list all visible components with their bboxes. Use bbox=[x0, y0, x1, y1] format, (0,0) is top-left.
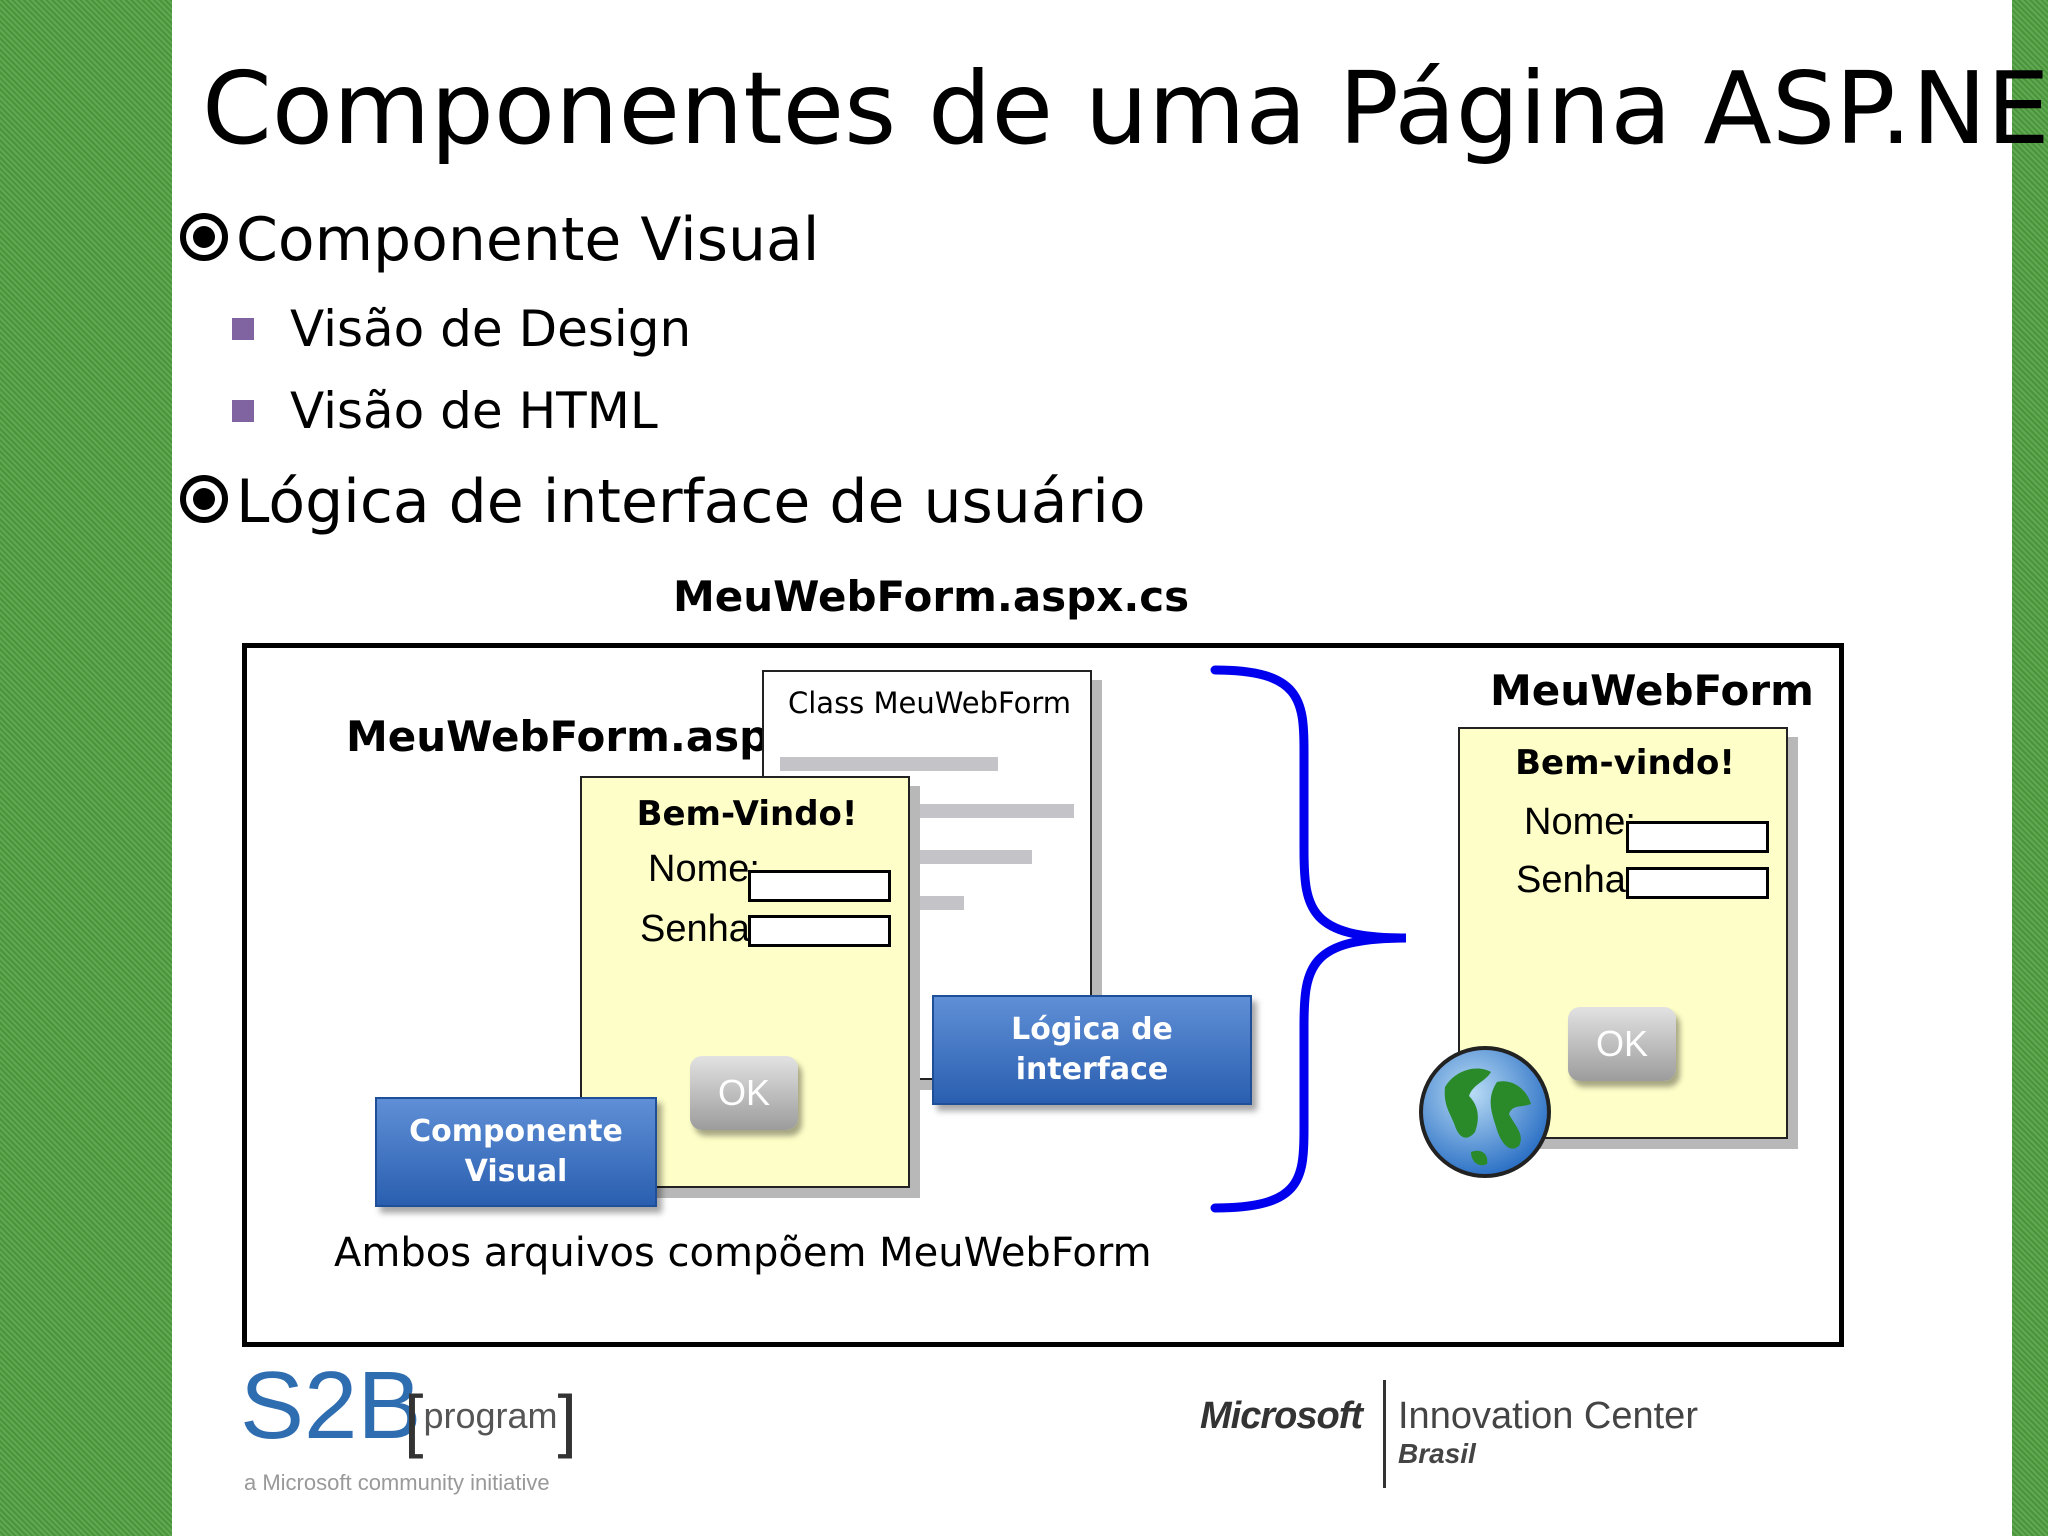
s2b-program-logo: [program] bbox=[404, 1381, 577, 1459]
code-line bbox=[780, 757, 998, 771]
diagram-frame bbox=[242, 643, 1844, 1347]
result-title: MeuWebForm bbox=[1490, 666, 1814, 715]
ok-button[interactable]: OK bbox=[1568, 1007, 1676, 1081]
code-line bbox=[914, 850, 1032, 864]
class-label: Class MeuWebForm bbox=[788, 686, 1072, 720]
radio-bullet-icon bbox=[178, 208, 230, 278]
ok-button[interactable]: OK bbox=[690, 1056, 798, 1130]
nome-input[interactable] bbox=[748, 870, 891, 902]
box-line-1: Componente bbox=[409, 1114, 623, 1149]
s2b-tagline: a Microsoft community initiative bbox=[244, 1470, 550, 1495]
innovation-center-label: Innovation Center bbox=[1398, 1395, 1698, 1437]
senha-input[interactable] bbox=[748, 915, 891, 947]
cs-file-label: MeuWebForm.aspx.cs bbox=[673, 572, 1190, 621]
nome-label: Nome: bbox=[1524, 801, 1636, 843]
code-line bbox=[914, 896, 964, 910]
logo-divider bbox=[1383, 1380, 1386, 1488]
nome-label: Nome: bbox=[648, 848, 760, 890]
slide-title: Componentes de uma Página ASP.NET bbox=[202, 50, 2048, 167]
sub-bullet-text: Visão de Design bbox=[290, 300, 692, 358]
sub-bullet-design: Visão de Design bbox=[232, 300, 691, 358]
s2b-logo: S2B bbox=[240, 1352, 422, 1459]
aspx-file-label: MeuWebForm.aspx bbox=[346, 712, 797, 761]
senha-input[interactable] bbox=[1626, 867, 1769, 899]
bullet-componente-visual: Componente Visual bbox=[178, 205, 819, 278]
sub-bullet-text: Visão de HTML bbox=[290, 382, 658, 440]
radio-bullet-icon bbox=[178, 470, 230, 540]
brasil-label: Brasil bbox=[1398, 1438, 1476, 1469]
curly-brace-icon bbox=[1210, 665, 1407, 1213]
square-bullet-icon bbox=[232, 399, 254, 422]
bullet-logica: Lógica de interface de usuário bbox=[178, 467, 1146, 540]
nome-input[interactable] bbox=[1626, 821, 1769, 853]
senha-label: Senha: bbox=[640, 908, 761, 950]
square-bullet-icon bbox=[232, 317, 254, 340]
bullet-text: Lógica de interface de usuário bbox=[236, 467, 1146, 537]
left-green-border bbox=[0, 0, 172, 1536]
code-line bbox=[914, 804, 1074, 818]
form-heading: Bem-Vindo! bbox=[636, 794, 858, 834]
microsoft-logo: Microsoft bbox=[1200, 1395, 1363, 1437]
sub-bullet-html: Visão de HTML bbox=[232, 382, 658, 440]
globe-icon bbox=[1419, 1046, 1551, 1178]
diagram-caption: Ambos arquivos compõem MeuWebForm bbox=[334, 1230, 1152, 1276]
box-line-2: Visual bbox=[464, 1154, 568, 1189]
s2b-program-text: program bbox=[423, 1395, 558, 1436]
senha-label: Senha: bbox=[1516, 859, 1637, 901]
form-heading: Bem-vindo! bbox=[1515, 743, 1735, 783]
bullet-text: Componente Visual bbox=[236, 205, 820, 275]
right-green-border bbox=[2012, 0, 2048, 1536]
logica-interface-box: Lógica de interface bbox=[932, 995, 1252, 1105]
